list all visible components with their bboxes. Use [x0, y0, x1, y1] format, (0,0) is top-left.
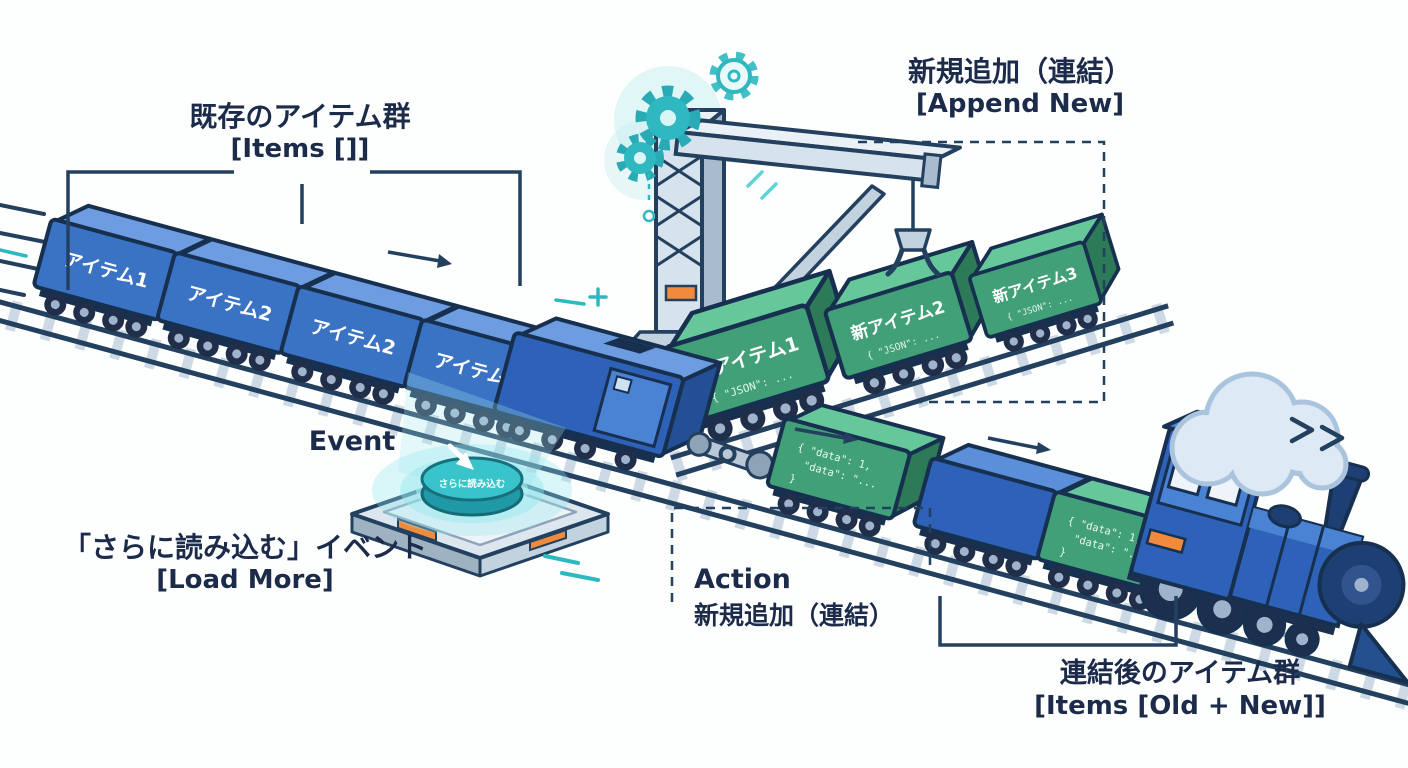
- locomotive-orange-marker: [1145, 528, 1187, 555]
- locomotive-cowcatcher: [1347, 622, 1408, 685]
- coupler: [686, 431, 775, 480]
- crane-claw: [885, 178, 941, 277]
- existing-car-1: アイテム1: [25, 195, 212, 352]
- label-action: Action 新規追加（連結）: [694, 564, 944, 631]
- append-new-bracket: [858, 140, 1106, 404]
- label-result-items: 連結後のアイテム群 [Items [Old + New]]: [990, 658, 1370, 723]
- new-car-2: 新アイテム2 { "JSON": ...: [818, 242, 1006, 401]
- platform-orange-marker: [397, 517, 437, 543]
- press-arrow-head-icon: [456, 452, 474, 470]
- label-event: Event: [292, 426, 412, 459]
- teal-motion-dashes: [543, 554, 600, 582]
- result-bracket: [938, 596, 1178, 647]
- result-car-1-line3: }: [788, 472, 797, 485]
- existing-items-bracket: [66, 170, 522, 290]
- label-action-en: Action: [694, 564, 791, 595]
- label-action-jp: 新規追加（連結）: [694, 600, 895, 630]
- label-result-items-en: [Items [Old + New]]: [1034, 690, 1326, 721]
- label-existing-items-en: [Items []]: [230, 134, 370, 165]
- gear-outline-icon: [709, 51, 759, 101]
- flow-arrow-icon: [794, 427, 858, 444]
- platform-orange-marker: [529, 528, 567, 552]
- label-append-new-jp: 新規追加（連結）: [907, 55, 1132, 88]
- action-bracket: [670, 506, 932, 602]
- label-load-more: 「さらに読み込む」イベント [Load More]: [30, 531, 460, 597]
- flow-arrow-icon: [987, 436, 1051, 454]
- upper-track: 新アイテム1 { "JSON": ... 新アイテム2 { "JSON": ..…: [632, 212, 1176, 482]
- label-event-text: Event: [308, 426, 396, 457]
- flow-arrow-icon: [387, 250, 452, 268]
- label-result-items-jp: 連結後のアイテム群: [1059, 658, 1301, 689]
- crane-orange-marker: [664, 284, 698, 302]
- new-car-3: 新アイテム3 { "JSON": ...: [961, 212, 1135, 360]
- label-load-more-jp: 「さらに読み込む」イベント: [62, 531, 427, 564]
- label-append-new-en: [Append New]: [915, 89, 1125, 120]
- result-car-3-line3: }: [1058, 546, 1067, 559]
- load-more-button: さらに読み込む: [420, 443, 524, 517]
- label-existing-items-jp: 既存のアイテム群: [189, 100, 411, 133]
- load-more-platform: さらに読み込む: [350, 372, 610, 582]
- chevron-arrows-icon: [1289, 416, 1345, 452]
- result-car-1: { "data": 1, "data": "... }: [758, 394, 946, 552]
- label-append-new: 新規追加（連結） [Append New]: [870, 55, 1170, 121]
- label-existing-items: 既存のアイテム群 [Items []]: [70, 100, 530, 166]
- load-more-button-label: さらに読み込む: [439, 478, 506, 490]
- existing-car-2: アイテム2: [148, 228, 336, 386]
- existing-car-3: アイテム2: [272, 262, 459, 419]
- label-load-more-en: [Load More]: [156, 565, 334, 596]
- teal-plus-icon: [554, 287, 608, 307]
- annotation-lines: [66, 140, 1345, 647]
- gear-icon: [635, 85, 701, 151]
- teal-accents: [746, 170, 778, 200]
- steam-cloud-icon: [1169, 371, 1349, 497]
